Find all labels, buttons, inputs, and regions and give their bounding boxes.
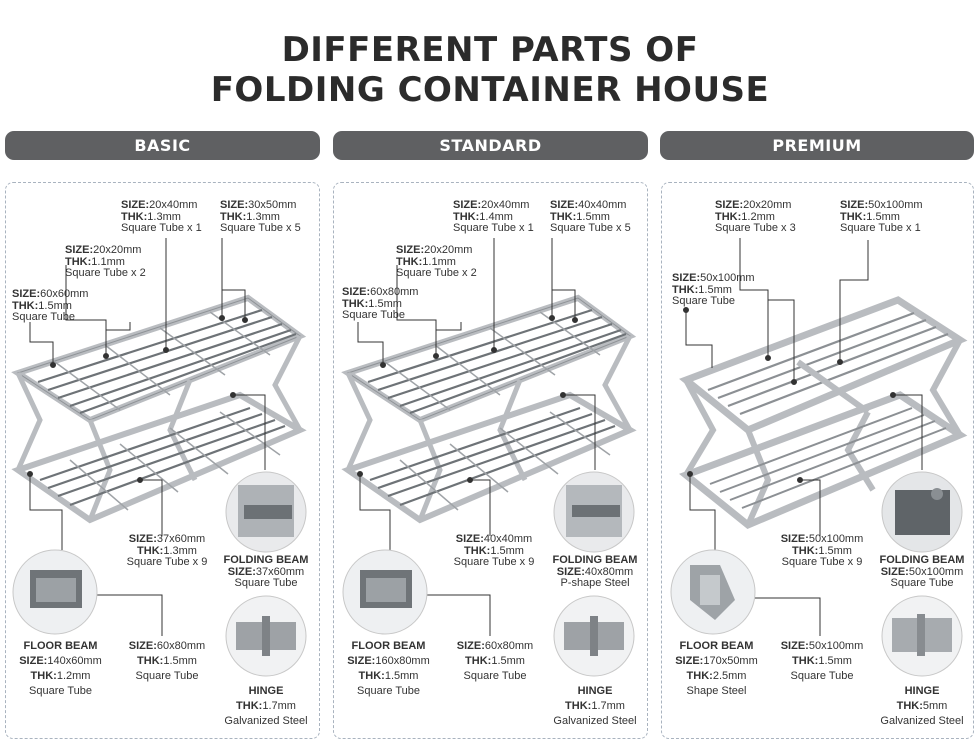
standard-floor-extra-label: SIZE:60x80mm THK:1.5mm Square Tube [456,640,534,682]
standard-floor-beam-label: FLOOR BEAM SIZE:160x80mm THK:1.5mm Squar… [347,640,430,697]
basic-left-label: SIZE:60x60mm THK:1.5mm Square Tube [12,288,89,323]
panel-standard [333,182,648,739]
tier-header-premium: PREMIUM [660,131,974,160]
premium-hinge-label: HINGE THK:5mm Galvanized Steel [880,685,964,727]
premium-left-label: SIZE:50x100mm THK:1.5mm Square Tube [672,272,755,307]
premium-floor-extra-label: SIZE:50x100mm THK:1.5mm Square Tube [780,640,864,682]
basic-top-b-label: SIZE:30x50mm THK:1.3mm Square Tube x 5 [220,199,301,234]
premium-bottom-mid-label: SIZE:50x100mm THK:1.5mm Square Tube x 9 [780,533,864,568]
premium-top-b-label: SIZE:50x100mm THK:1.5mm Square Tube x 1 [840,199,923,234]
basic-top-a-label: SIZE:20x40mm THK:1.3mm Square Tube x 1 [121,199,202,234]
basic-floor-extra-label: SIZE:60x80mm THK:1.5mm Square Tube [128,640,206,682]
panel-premium [661,182,974,739]
basic-folding-beam-label: FOLDING BEAM SIZE:37x60mm Square Tube [223,554,309,589]
tier-header-standard: STANDARD [333,131,648,160]
tier-header-basic: BASIC [5,131,320,160]
premium-floor-beam-label: FLOOR BEAM SIZE:170x50mm THK:2.5mm Shape… [675,640,758,697]
title-line-2: FOLDING CONTAINER HOUSE [210,70,770,110]
standard-folding-beam-label: FOLDING BEAM SIZE:40x80mm P-shape Steel [552,554,638,589]
basic-mid-label: SIZE:20x20mm THK:1.1mm Square Tube x 2 [65,244,146,279]
basic-bottom-mid-label: SIZE:37x60mm THK:1.3mm Square Tube x 9 [126,533,208,568]
premium-folding-beam-label: FOLDING BEAM SIZE:50x100mm Square Tube [879,554,965,589]
standard-top-a-label: SIZE:20x40mm THK:1.4mm Square Tube x 1 [453,199,534,234]
standard-mid-label: SIZE:20x20mm THK:1.1mm Square Tube x 2 [396,244,477,279]
standard-hinge-label: HINGE THK:1.7mm Galvanized Steel [553,685,637,727]
standard-left-label: SIZE:60x80mm THK:1.5mm Square Tube [342,286,419,321]
panel-basic [5,182,320,739]
basic-hinge-label: HINGE THK:1.7mm Galvanized Steel [224,685,308,727]
premium-top-a-label: SIZE:20x20mm THK:1.2mm Square Tube x 3 [715,199,796,234]
basic-floor-beam-label: FLOOR BEAM SIZE:140x60mm THK:1.2mm Squar… [19,640,102,697]
title-line-1: DIFFERENT PARTS OF [281,30,699,70]
standard-top-b-label: SIZE:40x40mm THK:1.5mm Square Tube x 5 [550,199,631,234]
standard-bottom-mid-label: SIZE:40x40mm THK:1.5mm Square Tube x 9 [453,533,535,568]
